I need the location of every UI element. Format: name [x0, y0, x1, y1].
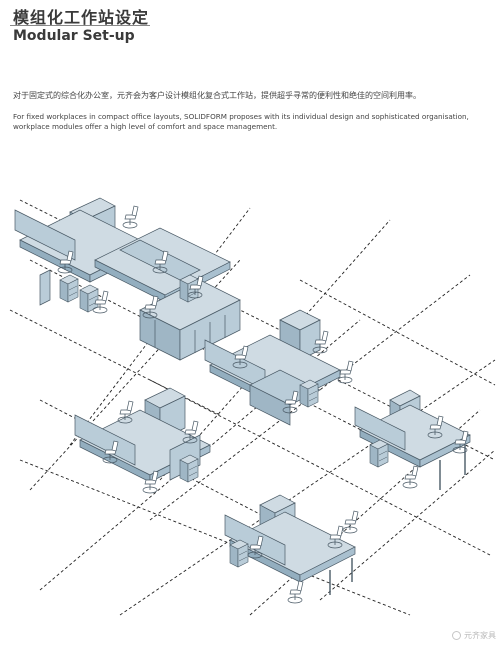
workstation-cluster-right: [354, 389, 471, 490]
page-title-cn: 模组化工作站设定: [13, 8, 150, 27]
workstation-illustration: [9, 197, 496, 616]
intro-paragraph-cn: 对于固定式的综合化办公室，元齐会为客户设计模组化复合式工作站，提供超乎寻常的便利…: [13, 91, 421, 100]
watermark-text: 元齐家具: [464, 631, 496, 640]
watermark-logo-icon: [452, 631, 461, 640]
intro-paragraph-en: For fixed workplaces in compact office l…: [13, 112, 469, 131]
title-divider: [10, 25, 150, 26]
workstation-cluster-bottom: [224, 494, 356, 595]
watermark: 元齐家具: [452, 630, 498, 642]
page-title-en: Modular Set-up: [13, 28, 135, 44]
